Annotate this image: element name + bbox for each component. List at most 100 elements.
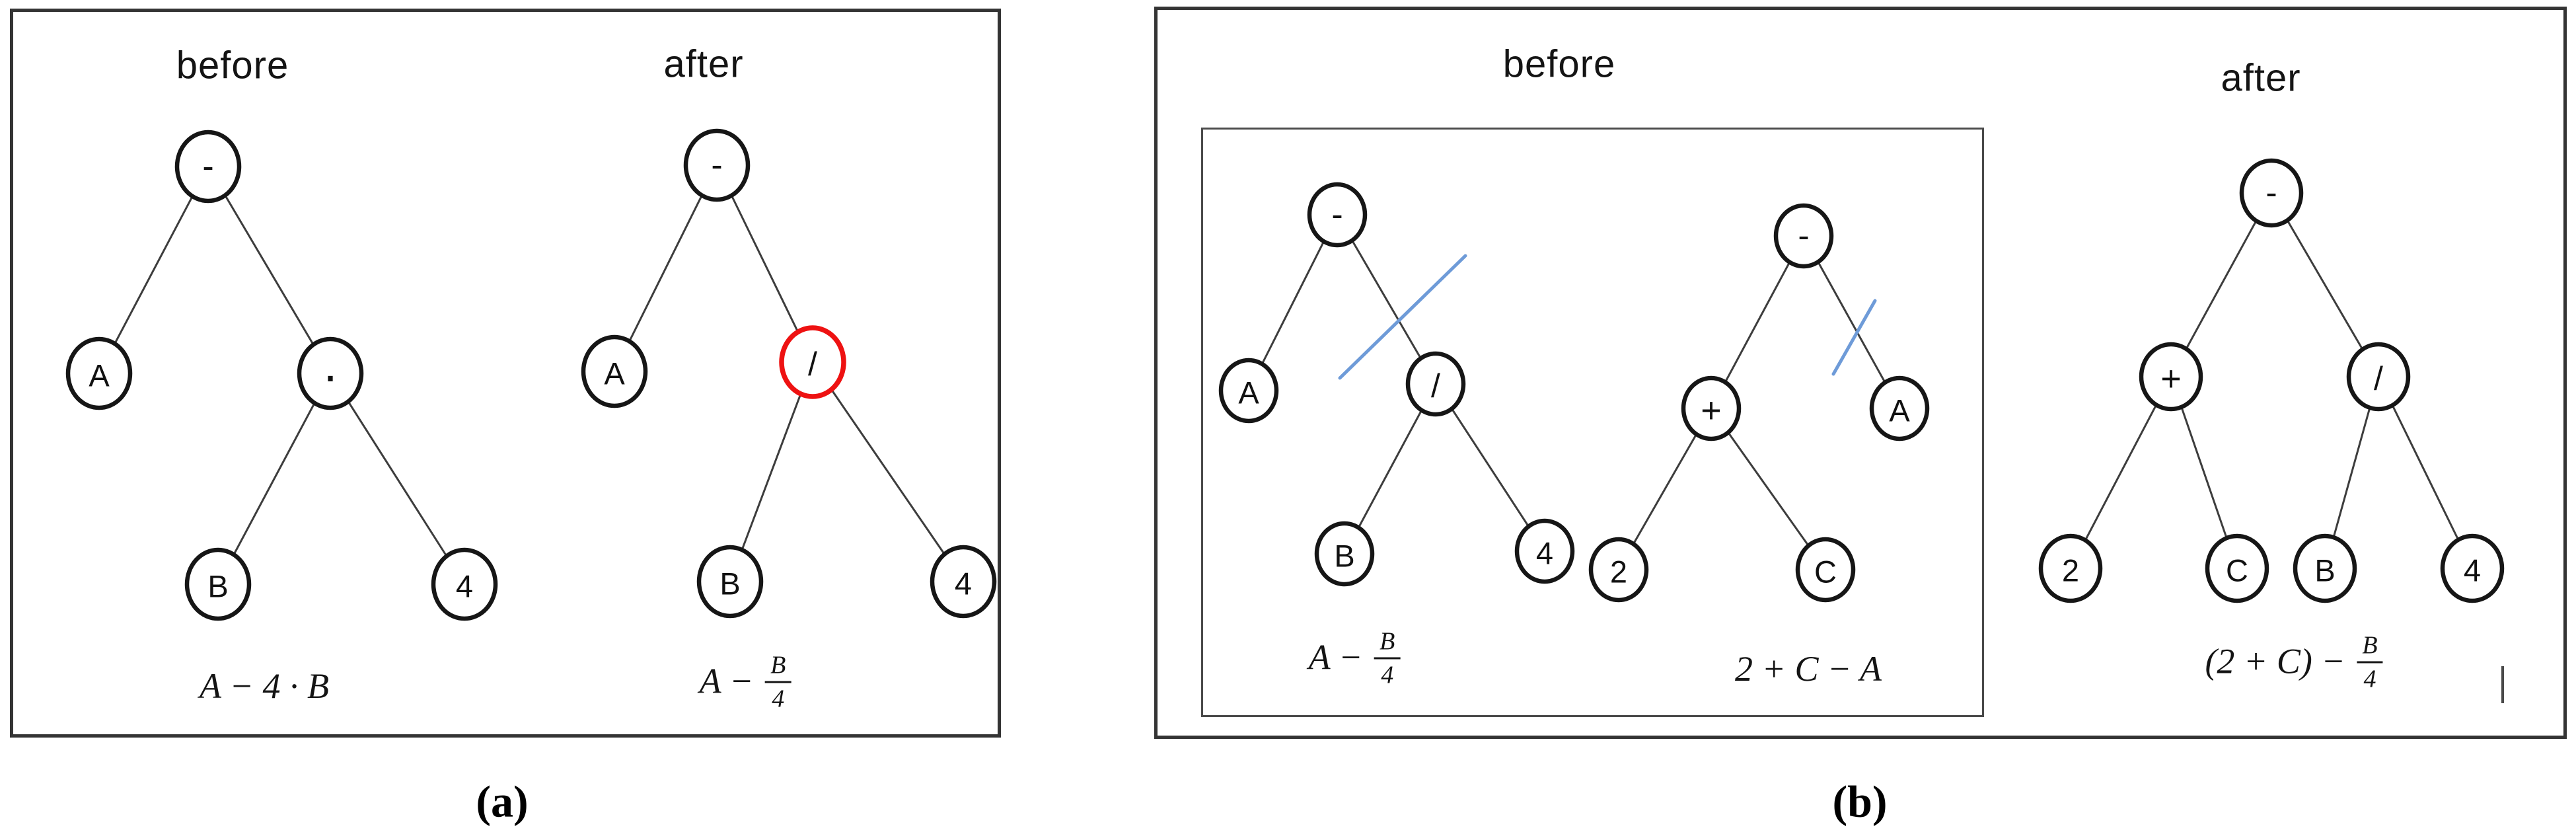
b-before-tree-right-edge-1 [1802, 235, 1901, 409]
b-before-tree-left-node-4 [1514, 518, 1575, 584]
a-after-equation-numerator: B [770, 651, 786, 679]
b-before-equation-left-text: A − [1308, 637, 1372, 677]
a-before-tree-node-label-·: · [322, 348, 338, 404]
b-after-tree-node-C [2205, 533, 2269, 603]
b-after-tree-edge-1 [2270, 192, 2380, 377]
strike-left-edge [1338, 254, 1467, 380]
b-after-tree-node-/ [2346, 342, 2411, 412]
panel-b-before-title: before [1502, 42, 1616, 86]
b-after-tree-node-label-C: C [2226, 553, 2248, 588]
b-before-tree-left-node-/ [1405, 351, 1466, 417]
b-after-tree-node-label-/: / [2374, 360, 2383, 397]
b-after-equation-text: (2 + C) − [2205, 641, 2355, 681]
b-before-tree-right-node-A [1869, 375, 1930, 441]
a-before-tree-node-label-A: A [89, 358, 110, 393]
b-before-tree-right-edge-3 [1710, 408, 1827, 570]
a-before-tree-node-- [174, 130, 242, 204]
b-before-tree-left-node-label-4: 4 [1536, 536, 1553, 571]
b-before-tree-right-node-- [1773, 203, 1834, 269]
b-before-tree-left-node-label-/: / [1431, 367, 1440, 404]
b-before-tree-left-edge-3 [1434, 383, 1546, 552]
b-before-equation-right: 2 + C − A [1735, 648, 1882, 689]
b-before-tree-right-node-label-+: + [1701, 391, 1722, 430]
a-after-tree-node-label-4: 4 [955, 566, 972, 601]
a-before-tree-node-A [65, 336, 133, 410]
b-before-tree-right-node-2 [1588, 537, 1649, 603]
b-before-tree-right-node-label-A: A [1889, 393, 1910, 428]
b-after-tree-edge-0 [2170, 192, 2273, 377]
a-after-tree-node-label-B: B [719, 566, 740, 601]
b-before-tree-left-node-B [1314, 521, 1375, 587]
panel-b-before-inner-box [1201, 128, 1984, 717]
b-before-tree-left-node-label-A: A [1238, 375, 1259, 410]
b-after-tree-node-- [2239, 158, 2304, 228]
a-after-tree-node-label-A: A [604, 356, 625, 391]
b-before-tree-right-node-+ [1681, 375, 1742, 441]
a-before-tree-node-4 [431, 547, 498, 621]
b-before-equation-left-denominator: 4 [1374, 657, 1401, 688]
b-before-tree-left-edge-0 [1247, 214, 1339, 391]
a-before-tree-node-B [184, 547, 252, 621]
caption-b: (b) [1832, 776, 1888, 827]
a-after-tree-node-B [696, 545, 764, 619]
b-before-tree-right-edge-0 [1710, 235, 1805, 409]
b-before-tree-right-node-label-C: C [1814, 554, 1837, 590]
a-after-tree-node-A [581, 334, 648, 408]
caption-a: (a) [476, 776, 529, 827]
b-before-equation-right-text: 2 + C − A [1735, 649, 1882, 689]
a-after-tree-node-label-/: / [808, 346, 817, 383]
a-before-tree-edge-1 [207, 166, 332, 374]
b-after-tree-edge-5 [2377, 376, 2474, 569]
a-before-equation: A − 4 · B [200, 666, 329, 706]
b-after-tree-node-label-B: B [2314, 553, 2335, 588]
strike-right-edge [1831, 299, 1877, 376]
panel-a-after-title: after [663, 42, 744, 86]
panel-a-before-title: before [176, 44, 289, 87]
a-after-equation-text: A − [699, 661, 763, 701]
b-before-tree-left-node-label--: - [1331, 196, 1343, 234]
a-before-tree-edge-2 [217, 373, 332, 585]
panel-b-after-title: after [2221, 56, 2301, 100]
b-after-equation-numerator: B [2362, 631, 2378, 660]
a-after-equation-denominator: 4 [765, 681, 791, 712]
b-before-tree-left-edge-1 [1336, 214, 1437, 385]
b-after-equation-denominator: 4 [2357, 661, 2383, 692]
b-before-tree-right-node-C [1795, 537, 1856, 603]
a-before-tree-edge-3 [329, 373, 466, 585]
a-after-tree-node-/-highlighted [779, 325, 846, 399]
b-after-tree-node-B [2293, 533, 2357, 603]
b-before-equation-left-numerator: B [1380, 627, 1395, 656]
b-after-tree-node-label--: - [2265, 174, 2277, 212]
b-after-tree-node-+ [2139, 342, 2203, 412]
a-before-tree-node-label-B: B [207, 569, 228, 604]
a-after-tree-node-4 [930, 545, 997, 619]
a-after-tree-edge-2 [729, 362, 814, 582]
b-before-tree-left-node-A [1218, 358, 1279, 424]
a-before-tree-node-· [297, 336, 364, 410]
b-after-tree-node-label-4: 4 [2464, 553, 2481, 588]
a-after-tree-edge-0 [613, 165, 718, 372]
b-before-tree-right-node-label--: - [1798, 217, 1809, 255]
b-after-tree-node-4 [2440, 533, 2505, 603]
a-after-tree-edge-1 [716, 165, 814, 363]
b-after-tree-node-label-+: + [2160, 359, 2182, 399]
a-after-tree-edge-3 [811, 362, 965, 582]
a-after-tree-node-label--: - [711, 146, 722, 184]
b-before-tree-left-edge-2 [1343, 383, 1437, 554]
a-before-tree-edge-0 [98, 166, 209, 374]
b-after-tree-node-label-2: 2 [2062, 553, 2079, 588]
b-before-tree-left-node-- [1307, 182, 1368, 248]
a-before-equation-text: A − 4 · B [200, 666, 329, 706]
b-before-tree-right-node-label-2: 2 [1610, 554, 1627, 590]
b-before-tree-left-node-label-B: B [1334, 539, 1354, 574]
a-before-tree-node-label--: - [202, 147, 213, 186]
a-after-tree-node-- [683, 128, 751, 202]
